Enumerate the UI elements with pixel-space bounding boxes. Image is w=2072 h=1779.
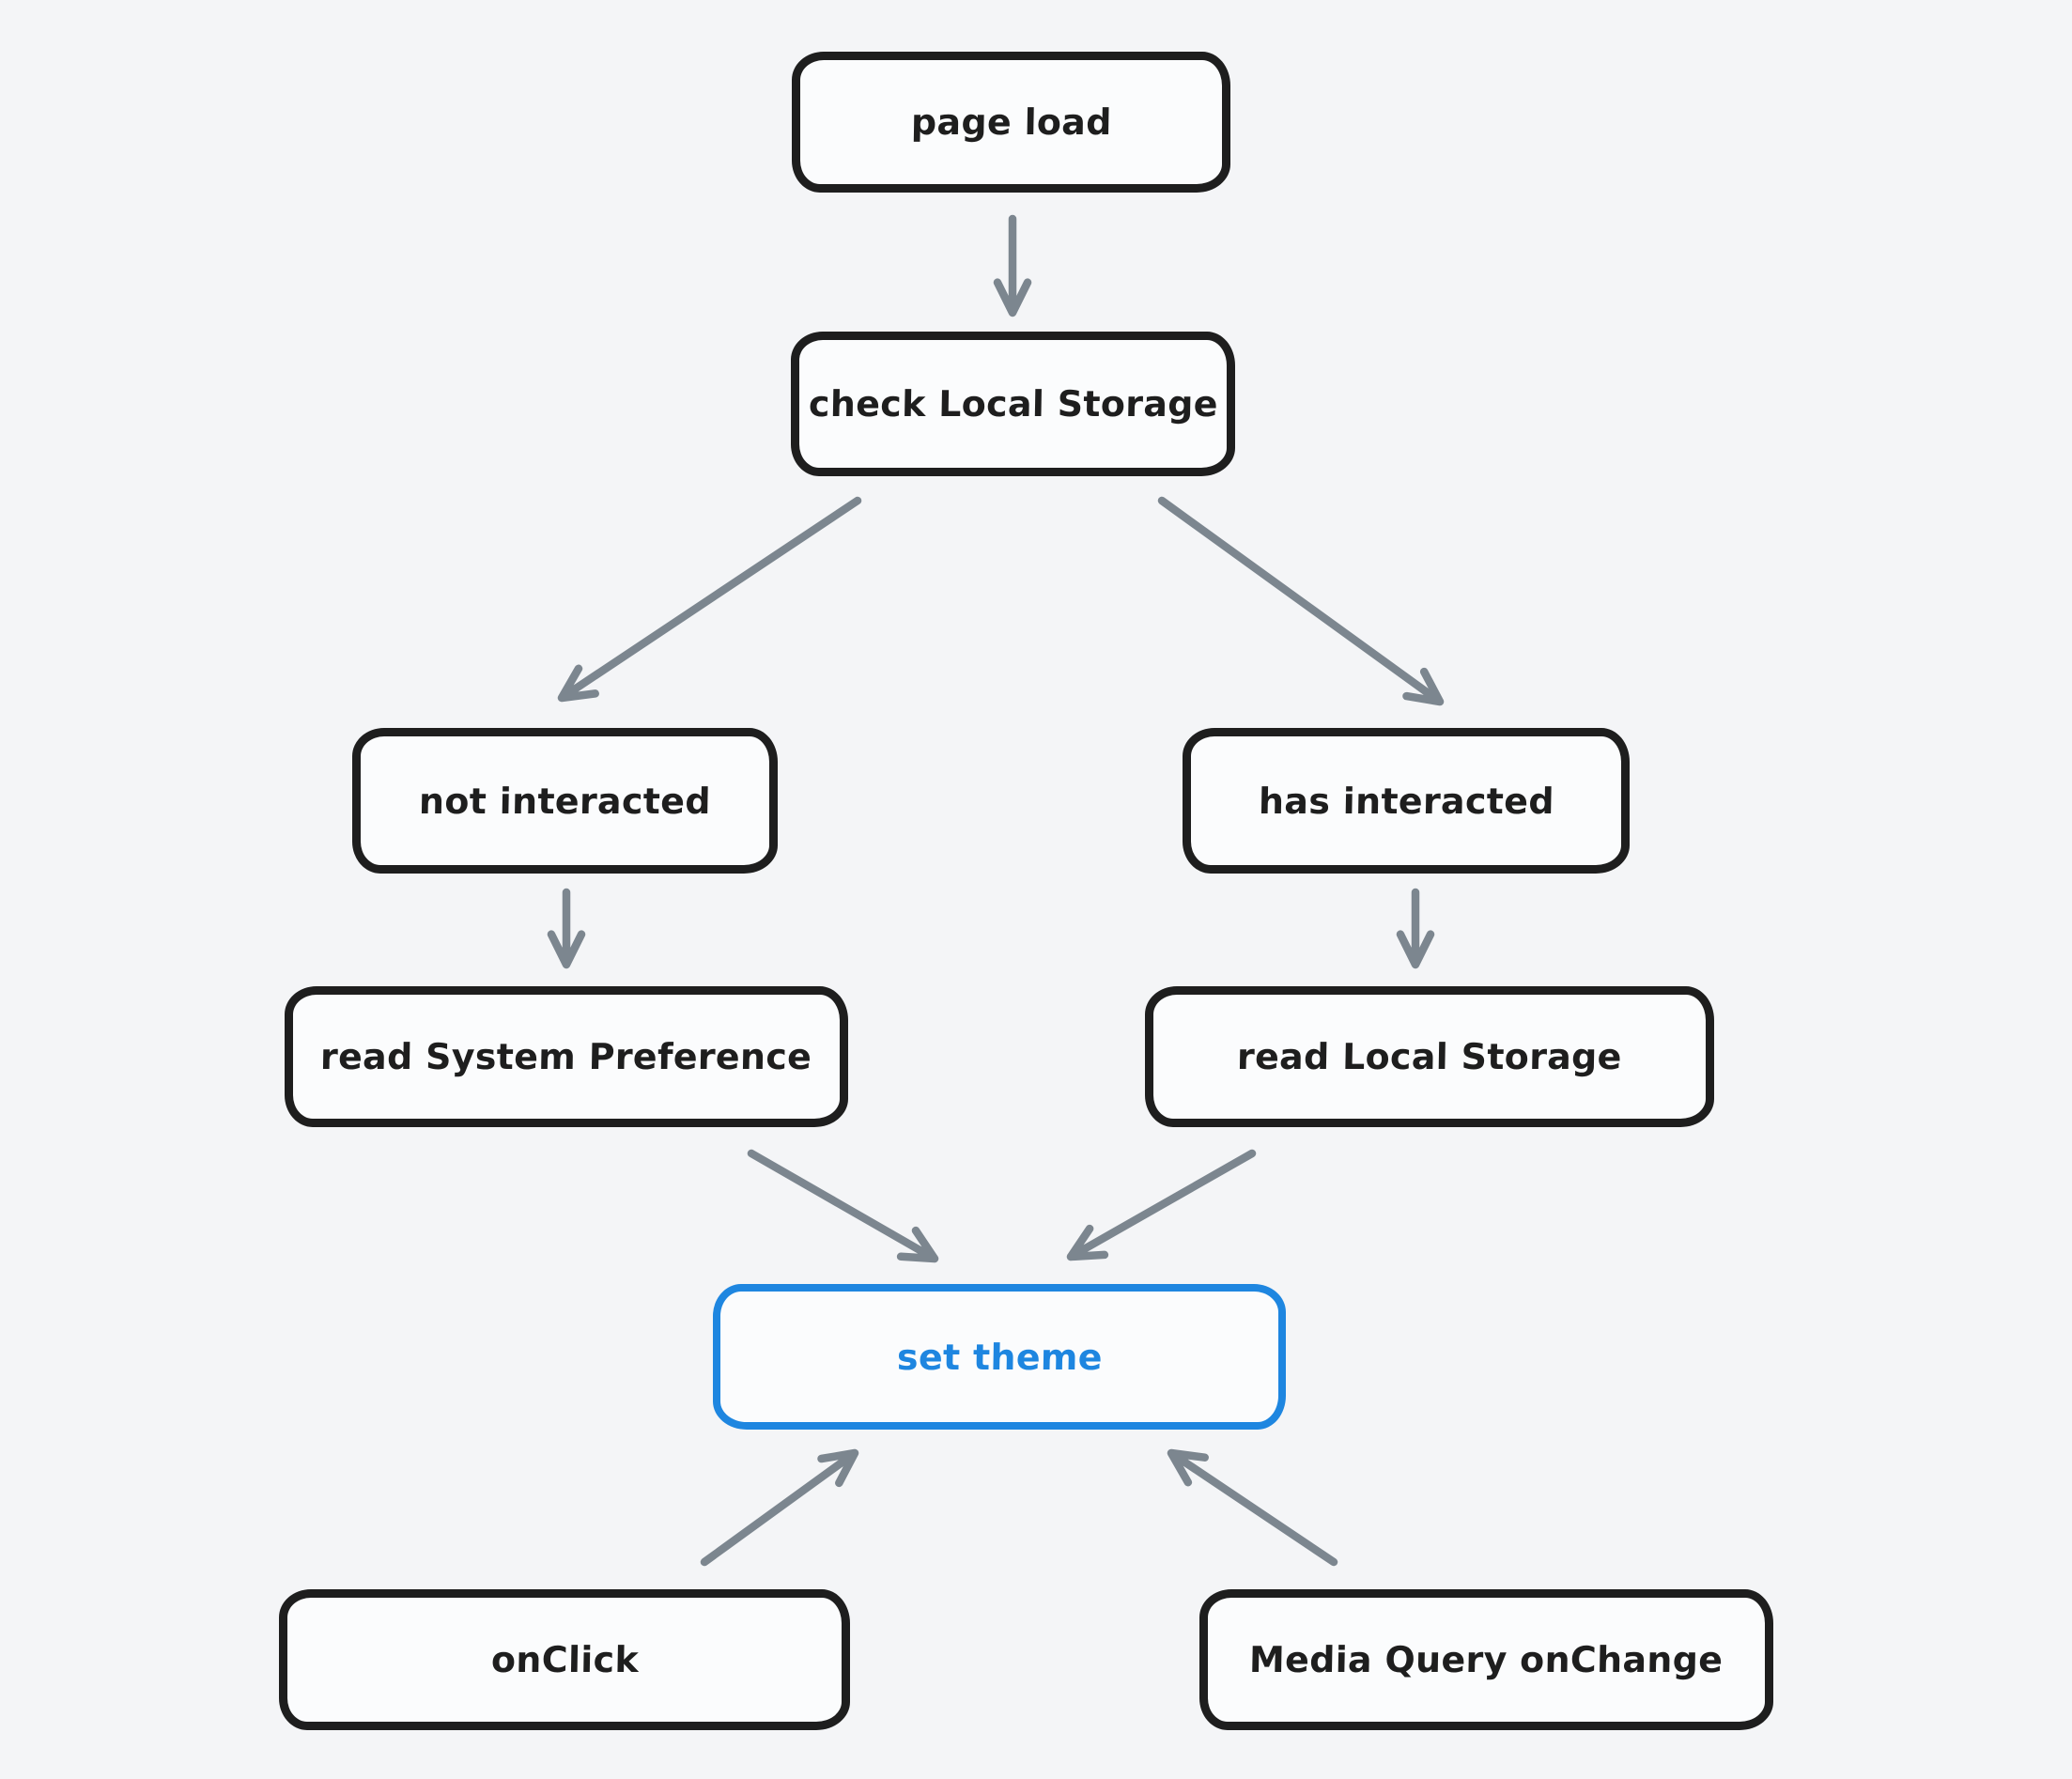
node-onclick: onClick (279, 1589, 850, 1730)
node-label-set-theme: set theme (896, 1336, 1103, 1378)
arrow-check-local-storage-to-has-interacted (1157, 496, 1445, 706)
node-media-query-onchange: Media Query onChange (1199, 1589, 1773, 1730)
node-has-interacted: has interacted (1183, 728, 1630, 874)
node-check-local-storage: check Local Storage (791, 332, 1235, 476)
node-label-onclick: onClick (490, 1639, 639, 1680)
arrow-read-system-preference-to-set-theme (747, 1149, 939, 1263)
arrow-page-load-to-check-local-storage (993, 214, 1032, 317)
node-label-has-interacted: has interacted (1258, 780, 1554, 822)
node-label-read-local-storage: read Local Storage (1236, 1036, 1623, 1077)
arrow-not-interacted-to-read-system-preference (547, 888, 586, 969)
arrow-has-interacted-to-read-local-storage (1396, 888, 1435, 969)
node-set-theme: set theme (713, 1284, 1286, 1430)
arrow-onclick-to-set-theme (700, 1448, 859, 1567)
node-label-not-interacted: not interacted (418, 780, 712, 822)
arrow-media-query-onchange-to-set-theme (1167, 1448, 1338, 1567)
node-label-media-query-onchange: Media Query onChange (1248, 1639, 1724, 1680)
node-read-system-preference: read System Preference (285, 986, 848, 1127)
node-label-page-load: page load (910, 101, 1112, 143)
node-label-read-system-preference: read System Preference (319, 1036, 813, 1077)
arrow-read-local-storage-to-set-theme (1066, 1149, 1257, 1261)
node-read-local-storage: read Local Storage (1145, 986, 1714, 1127)
node-label-check-local-storage: check Local Storage (808, 383, 1218, 425)
node-page-load: page load (792, 52, 1230, 193)
node-not-interacted: not interacted (352, 728, 778, 874)
arrow-check-local-storage-to-not-interacted (557, 496, 862, 703)
